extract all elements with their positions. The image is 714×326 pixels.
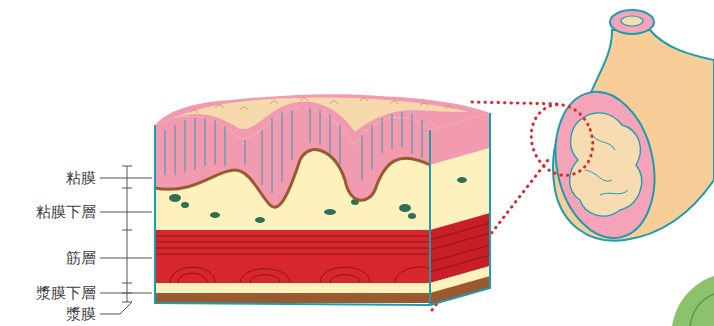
layer-label: 漿膜 — [66, 305, 96, 323]
layer-label: 筋層 — [66, 249, 96, 267]
serosa-layer — [155, 293, 430, 303]
esophagus-lumen — [621, 16, 643, 26]
gland-pits — [165, 108, 422, 193]
stomach-cross-section — [543, 83, 668, 248]
muscle-layer — [155, 230, 430, 283]
subserosa-layer — [155, 283, 430, 293]
villi-texture — [190, 98, 453, 113]
layer-label: 粘膜 — [66, 169, 96, 187]
blood-vessels — [169, 177, 467, 223]
muscularis-mucosae — [155, 150, 430, 208]
block-outline — [155, 113, 490, 305]
esophagus-opening — [610, 10, 654, 34]
side-fibers — [430, 223, 490, 272]
muscle-fibers — [155, 236, 430, 283]
leaf-vein — [690, 294, 714, 326]
layer-brackets — [100, 166, 152, 314]
fold-lines — [585, 135, 628, 195]
leaf-decoration — [672, 276, 714, 326]
gastric-folds — [570, 113, 642, 216]
layer-label: 粘膜下層 — [36, 203, 96, 221]
mucosa-layer — [155, 108, 430, 207]
layer-label: 漿膜下層 — [36, 284, 96, 302]
